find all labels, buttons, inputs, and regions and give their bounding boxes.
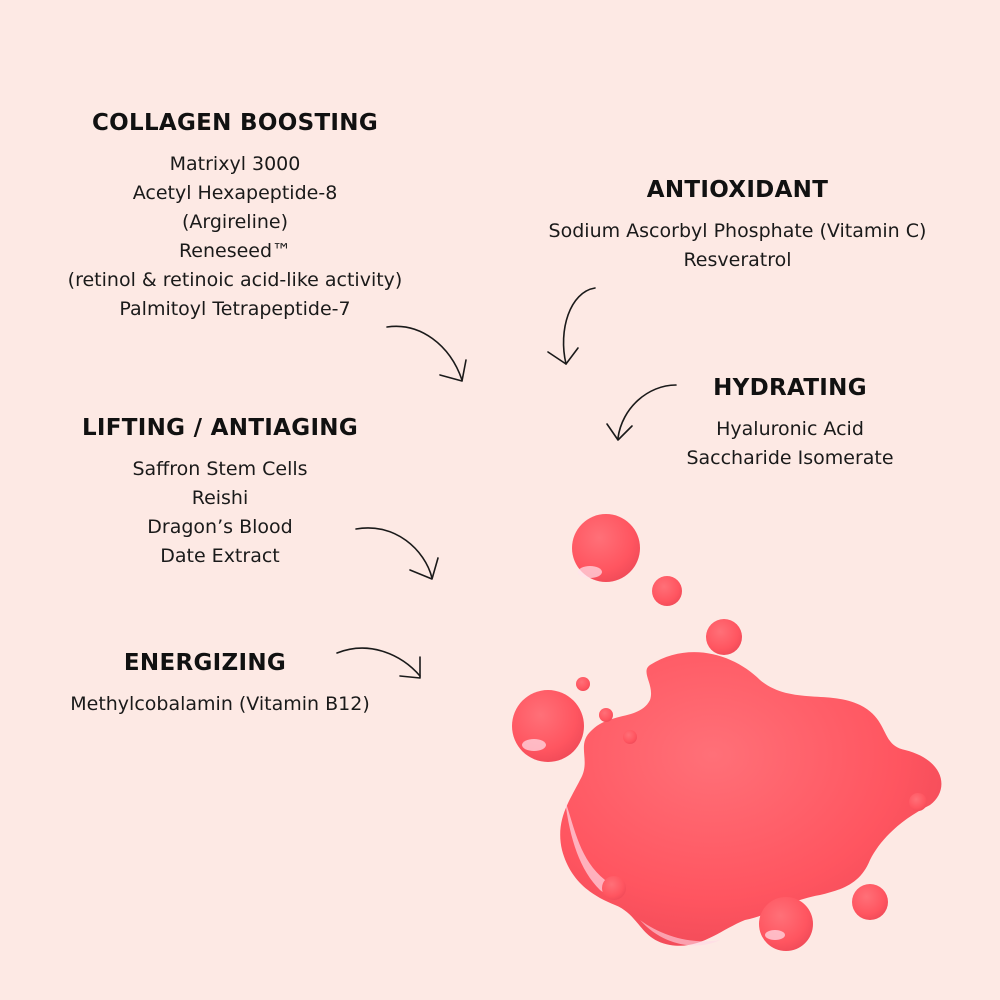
droplet bbox=[623, 730, 637, 744]
droplet bbox=[599, 708, 613, 722]
ingredient-item: Sodium Ascorbyl Phosphate (Vitamin C) bbox=[548, 220, 927, 242]
collagen-boosting-heading: COLLAGEN BOOSTING bbox=[91, 110, 379, 136]
ingredient-item: Saffron Stem Cells bbox=[132, 458, 308, 480]
ingredient-item: Dragon’s Blood bbox=[147, 516, 293, 538]
droplet-highlight bbox=[522, 739, 546, 751]
ingredient-item: Methylcobalamin (Vitamin B12) bbox=[70, 693, 370, 715]
ingredient-item: (retinol & retinoic acid-like activity) bbox=[67, 269, 403, 291]
ingredient-item: Reneseed™ bbox=[178, 240, 292, 262]
ingredient-item: Hyaluronic Acid bbox=[716, 418, 864, 440]
lifting-antiaging-heading: LIFTING / ANTIAGING bbox=[81, 415, 359, 441]
ingredient-item: Matrixyl 3000 bbox=[169, 153, 301, 175]
antioxidant-section: ANTIOXIDANT Sodium Ascorbyl Phosphate (V… bbox=[500, 177, 975, 275]
ingredient-item: Palmitoyl Tetrapeptide-7 bbox=[119, 298, 351, 320]
ingredient-item: Date Extract bbox=[160, 545, 280, 567]
droplet bbox=[576, 677, 590, 691]
lifting-antiaging-section: LIFTING / ANTIAGING Saffron Stem Cells R… bbox=[40, 415, 400, 571]
energizing-heading: ENERGIZING bbox=[123, 650, 287, 676]
droplet-highlight bbox=[765, 930, 785, 940]
splash-highlight bbox=[640, 920, 720, 946]
ingredient-item: Reishi bbox=[191, 487, 249, 509]
droplet bbox=[909, 793, 927, 811]
main-splash bbox=[560, 652, 942, 946]
droplet bbox=[602, 876, 626, 900]
hydrating-section: HYDRATING Hyaluronic Acid Saccharide Iso… bbox=[640, 375, 940, 473]
droplet bbox=[852, 884, 888, 920]
droplet bbox=[652, 576, 682, 606]
ingredient-item: (Argireline) bbox=[181, 211, 288, 233]
ingredient-item: Acetyl Hexapeptide-8 bbox=[132, 182, 338, 204]
ingredient-item: Saccharide Isomerate bbox=[686, 447, 894, 469]
droplet-highlight bbox=[578, 566, 602, 578]
collagen-boosting-section: COLLAGEN BOOSTING Matrixyl 3000 Acetyl H… bbox=[20, 110, 450, 324]
antioxidant-heading: ANTIOXIDANT bbox=[646, 177, 829, 203]
energizing-section: ENERGIZING Methylcobalamin (Vitamin B12) bbox=[20, 650, 420, 719]
hydrating-heading: HYDRATING bbox=[713, 375, 867, 401]
droplet bbox=[572, 514, 640, 582]
ingredient-item: Resveratrol bbox=[683, 249, 792, 271]
droplet bbox=[706, 619, 742, 655]
